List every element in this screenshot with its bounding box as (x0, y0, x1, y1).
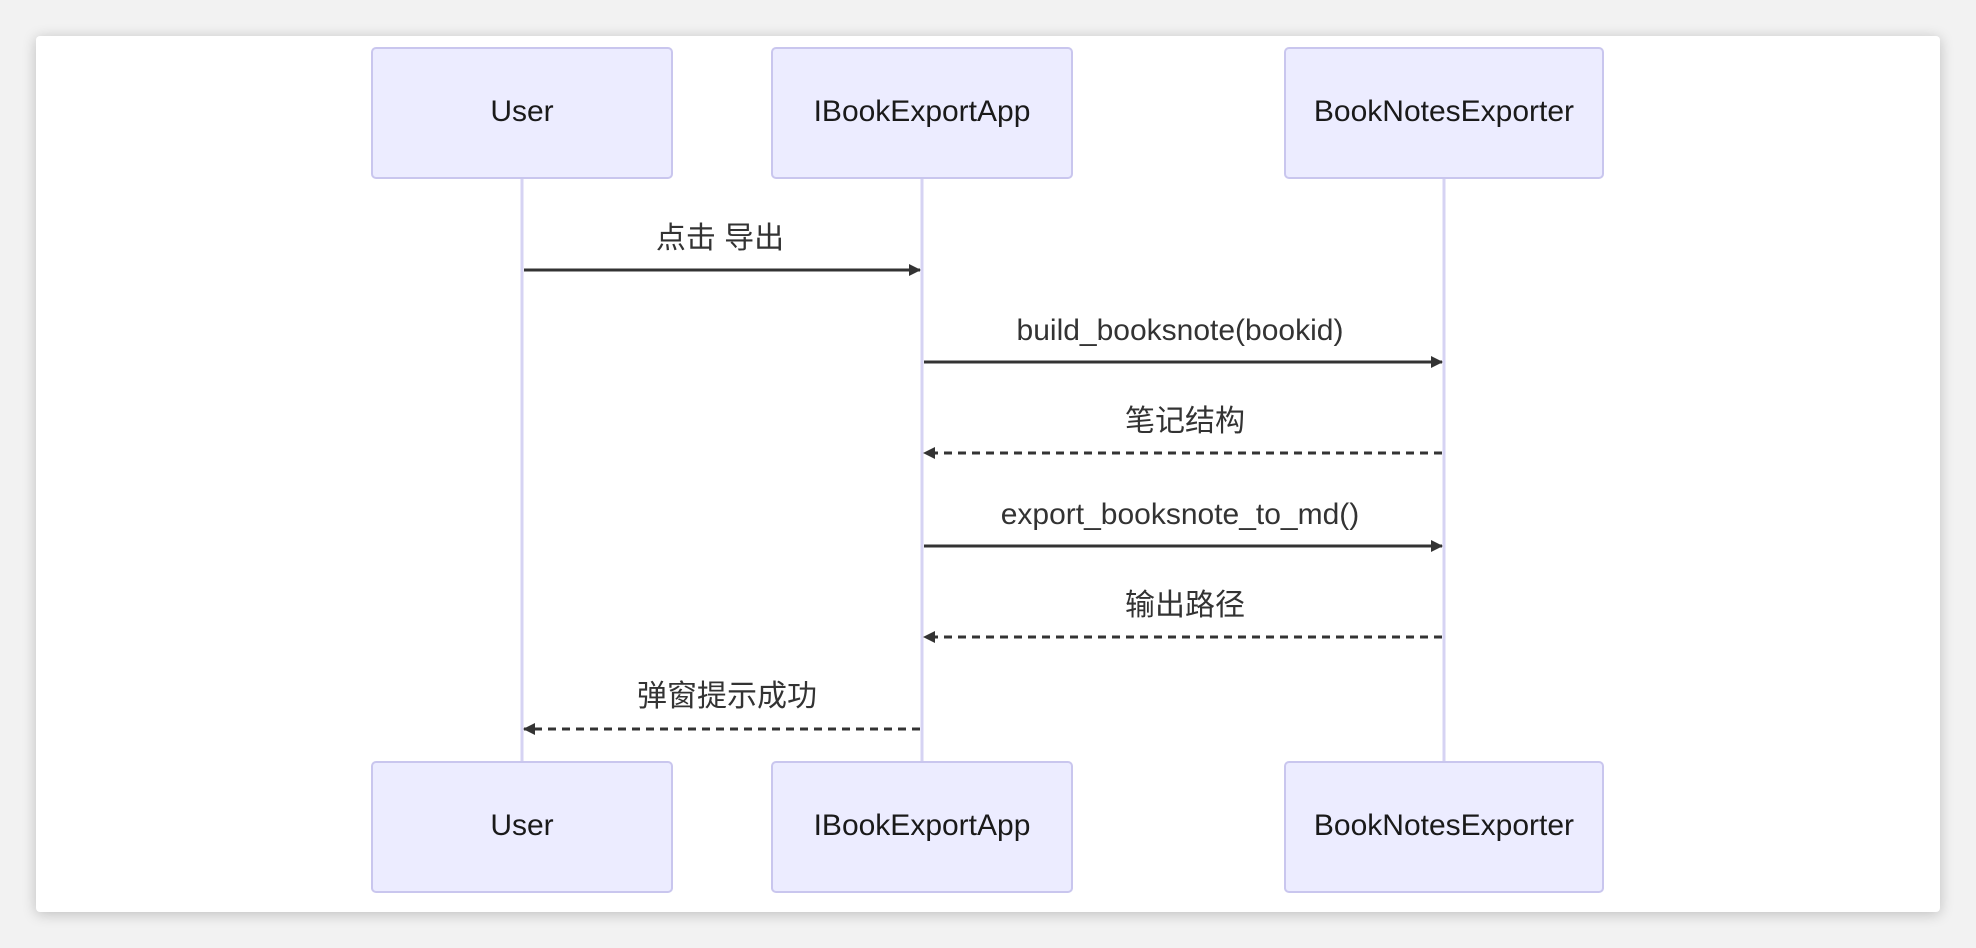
message-output-path-label: 输出路径 (1125, 589, 1245, 622)
message-export-to-md-label: export_booksnote_to_md() (1001, 498, 1360, 531)
actor-app-bottom-label: IBookExportApp (814, 809, 1031, 842)
message-notes-structure: 笔记结构 (923, 405, 1442, 459)
actor-app-bottom: IBookExportApp (771, 761, 1073, 893)
actor-app-top-label: IBookExportApp (814, 95, 1031, 128)
message-click-export: 点击 导出 (524, 222, 921, 276)
message-popup-success: 弹窗提示成功 (523, 680, 920, 735)
actor-user-top-label: User (490, 95, 553, 128)
message-popup-success-label: 弹窗提示成功 (637, 680, 817, 713)
actor-exporter-bottom-label: BookNotesExporter (1314, 809, 1574, 842)
actor-user-top: User (371, 47, 673, 179)
actor-exporter-top-label: BookNotesExporter (1314, 95, 1574, 128)
message-build-booksnote: build_booksnote(bookid) (924, 314, 1443, 368)
actor-exporter-bottom: BookNotesExporter (1284, 761, 1604, 893)
message-notes-structure-label: 笔记结构 (1125, 405, 1245, 438)
message-click-export-label: 点击 导出 (656, 222, 784, 255)
actor-exporter-top: BookNotesExporter (1284, 47, 1604, 179)
message-output-path: 输出路径 (923, 589, 1442, 643)
actor-user-bottom: User (371, 761, 673, 893)
actor-app-top: IBookExportApp (771, 47, 1073, 179)
message-build-booksnote-label: build_booksnote(bookid) (1017, 314, 1344, 347)
actor-user-bottom-label: User (490, 809, 553, 842)
message-export-to-md: export_booksnote_to_md() (924, 498, 1443, 552)
